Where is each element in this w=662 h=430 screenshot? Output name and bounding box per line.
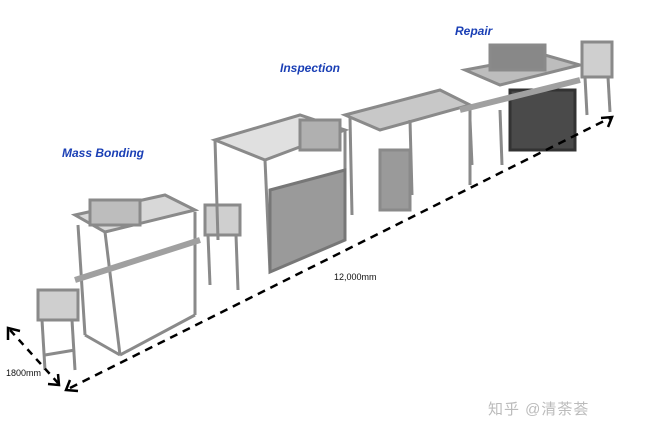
watermark: 知乎 @清荼荟 — [488, 401, 590, 418]
inspection-machine — [210, 113, 350, 275]
length-dimension-arrow — [69, 116, 611, 390]
inspection-gantry — [340, 88, 475, 216]
loader-station — [36, 288, 80, 371]
mass-bonding-machine — [70, 193, 201, 357]
inspection-label: Inspection — [280, 61, 341, 75]
repair-machine — [459, 43, 586, 166]
arrowhead-left — [64, 379, 79, 393]
repair-label: Repair — [455, 24, 493, 38]
width-dimension-label: 1800mm — [6, 368, 42, 378]
unloader-station — [580, 40, 614, 116]
length-dimension-label: 12,000mm — [334, 272, 377, 282]
mass-bonding-label: Mass Bonding — [62, 146, 145, 160]
transfer-station — [203, 203, 242, 291]
arrowhead-down — [47, 373, 61, 387]
arrowhead-up — [6, 326, 21, 340]
arrowhead-right — [600, 115, 614, 128]
